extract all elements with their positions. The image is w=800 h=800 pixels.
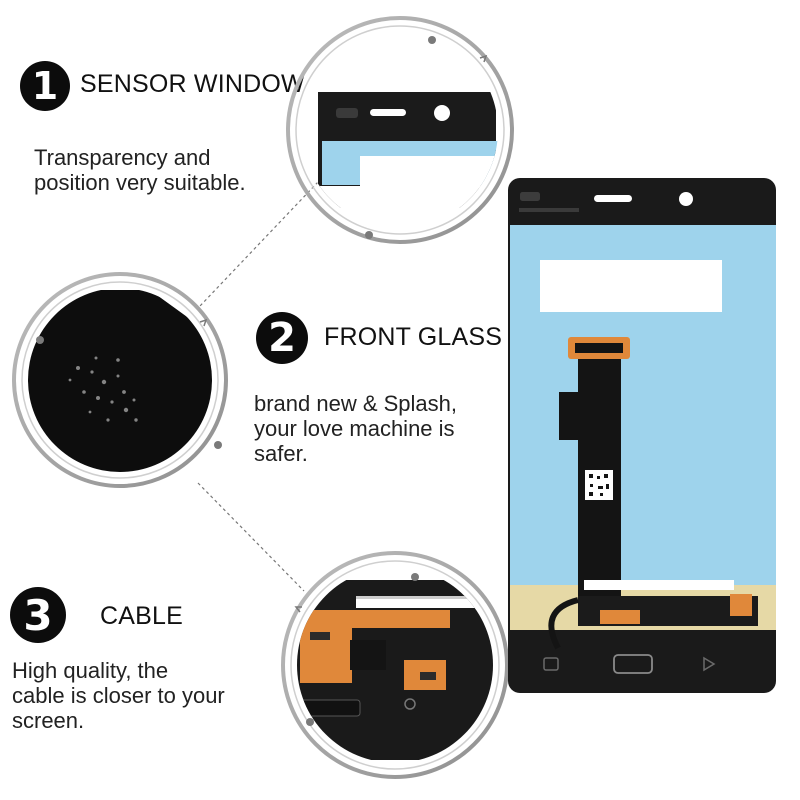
feature-3-description: High quality, the cable is closer to you…	[12, 658, 225, 733]
lcd-phone-screen-icon	[508, 178, 776, 693]
feature-3-line: cable is closer to your	[12, 683, 225, 708]
feature-2-title: FRONT GLASS	[324, 323, 503, 351]
connector-line-bottom	[197, 482, 305, 592]
feature-3-line: High quality, the	[12, 658, 169, 683]
connector-lines	[197, 181, 319, 592]
feature-1-description: Transparency and position very suitable.	[34, 145, 246, 195]
feature-1-line: position very suitable.	[34, 170, 246, 195]
feature-2-line: brand new & Splash,	[254, 391, 458, 416]
feature-3-line: screen.	[12, 708, 85, 733]
feature-1-line: Transparency and	[34, 145, 211, 170]
feature-2-number-badge: 2	[256, 312, 308, 364]
feature-2-line: safer.	[254, 441, 308, 466]
feature-3-number-badge: 3	[10, 587, 66, 643]
feature-2-description: brand new & Splash, your love machine is…	[254, 391, 457, 466]
water-droplets-icon	[68, 356, 138, 422]
feature-2-line: your love machine is	[254, 416, 455, 441]
feature-1-number-badge: 1	[20, 61, 70, 111]
feature-1-title: SENSOR WINDOW	[80, 70, 305, 98]
sensor-window-zoom-icon	[286, 16, 514, 244]
cable-zoom-icon	[281, 551, 509, 779]
feature-3-title: CABLE	[100, 602, 183, 630]
connector-line-top	[199, 181, 319, 307]
front-glass-zoom-icon	[12, 272, 228, 488]
